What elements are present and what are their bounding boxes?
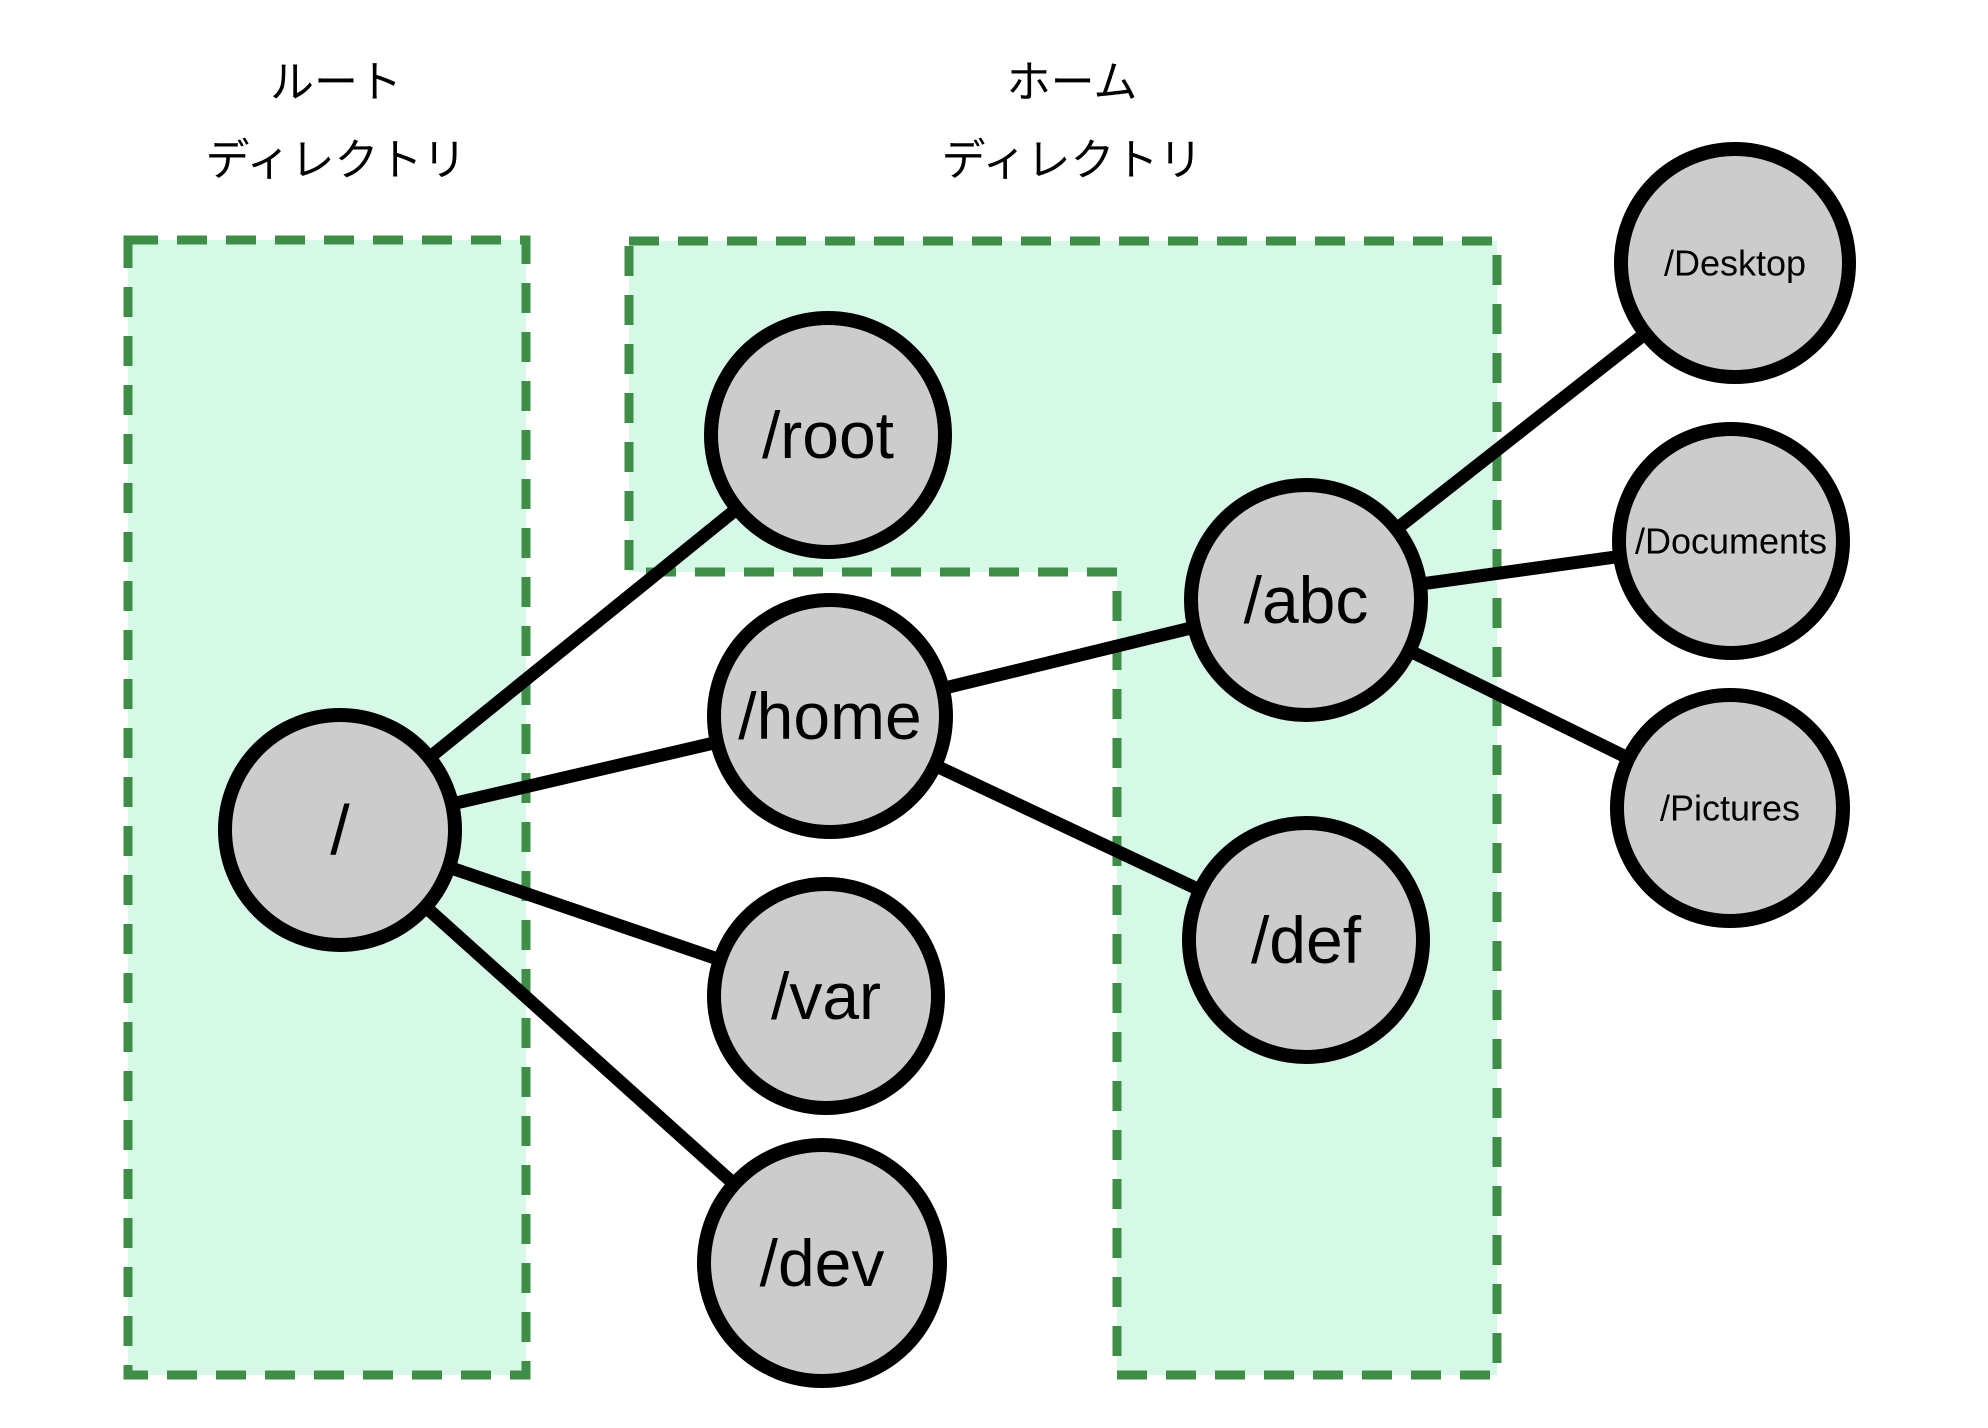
node-pictures-circle [1610, 688, 1850, 928]
node-slash-circle [218, 708, 462, 952]
root-directory-label-line-2: ディレクトリ [206, 136, 467, 185]
home-directory-label-line-2: ディレクトリ [942, 136, 1203, 185]
node-root-label: /root [762, 398, 894, 472]
node-home-label: /home [738, 679, 921, 753]
node-dev-circle [697, 1138, 947, 1388]
node-abc-circle [1184, 478, 1428, 722]
home-directory-label-line-1: ホーム [1007, 58, 1138, 107]
node-home-circle [707, 593, 953, 839]
node-desktop-circle [1614, 142, 1856, 384]
node-pictures-label: /Pictures [1660, 788, 1800, 829]
node-documents-label: /Documents [1635, 521, 1827, 562]
node-dev-label: /dev [760, 1226, 885, 1300]
root-directory-label-line-1: ルート [270, 58, 402, 107]
node-def-label: /def [1251, 903, 1362, 977]
node-desktop-label: /Desktop [1664, 243, 1806, 284]
node-abc-label: /abc [1244, 563, 1369, 637]
node-slash-label: / [330, 791, 350, 869]
node-documents-circle [1612, 422, 1850, 660]
node-def-circle [1182, 816, 1430, 1064]
node-var-label: /var [771, 959, 881, 1033]
node-var-circle [707, 877, 945, 1115]
node-root-circle [704, 311, 952, 559]
